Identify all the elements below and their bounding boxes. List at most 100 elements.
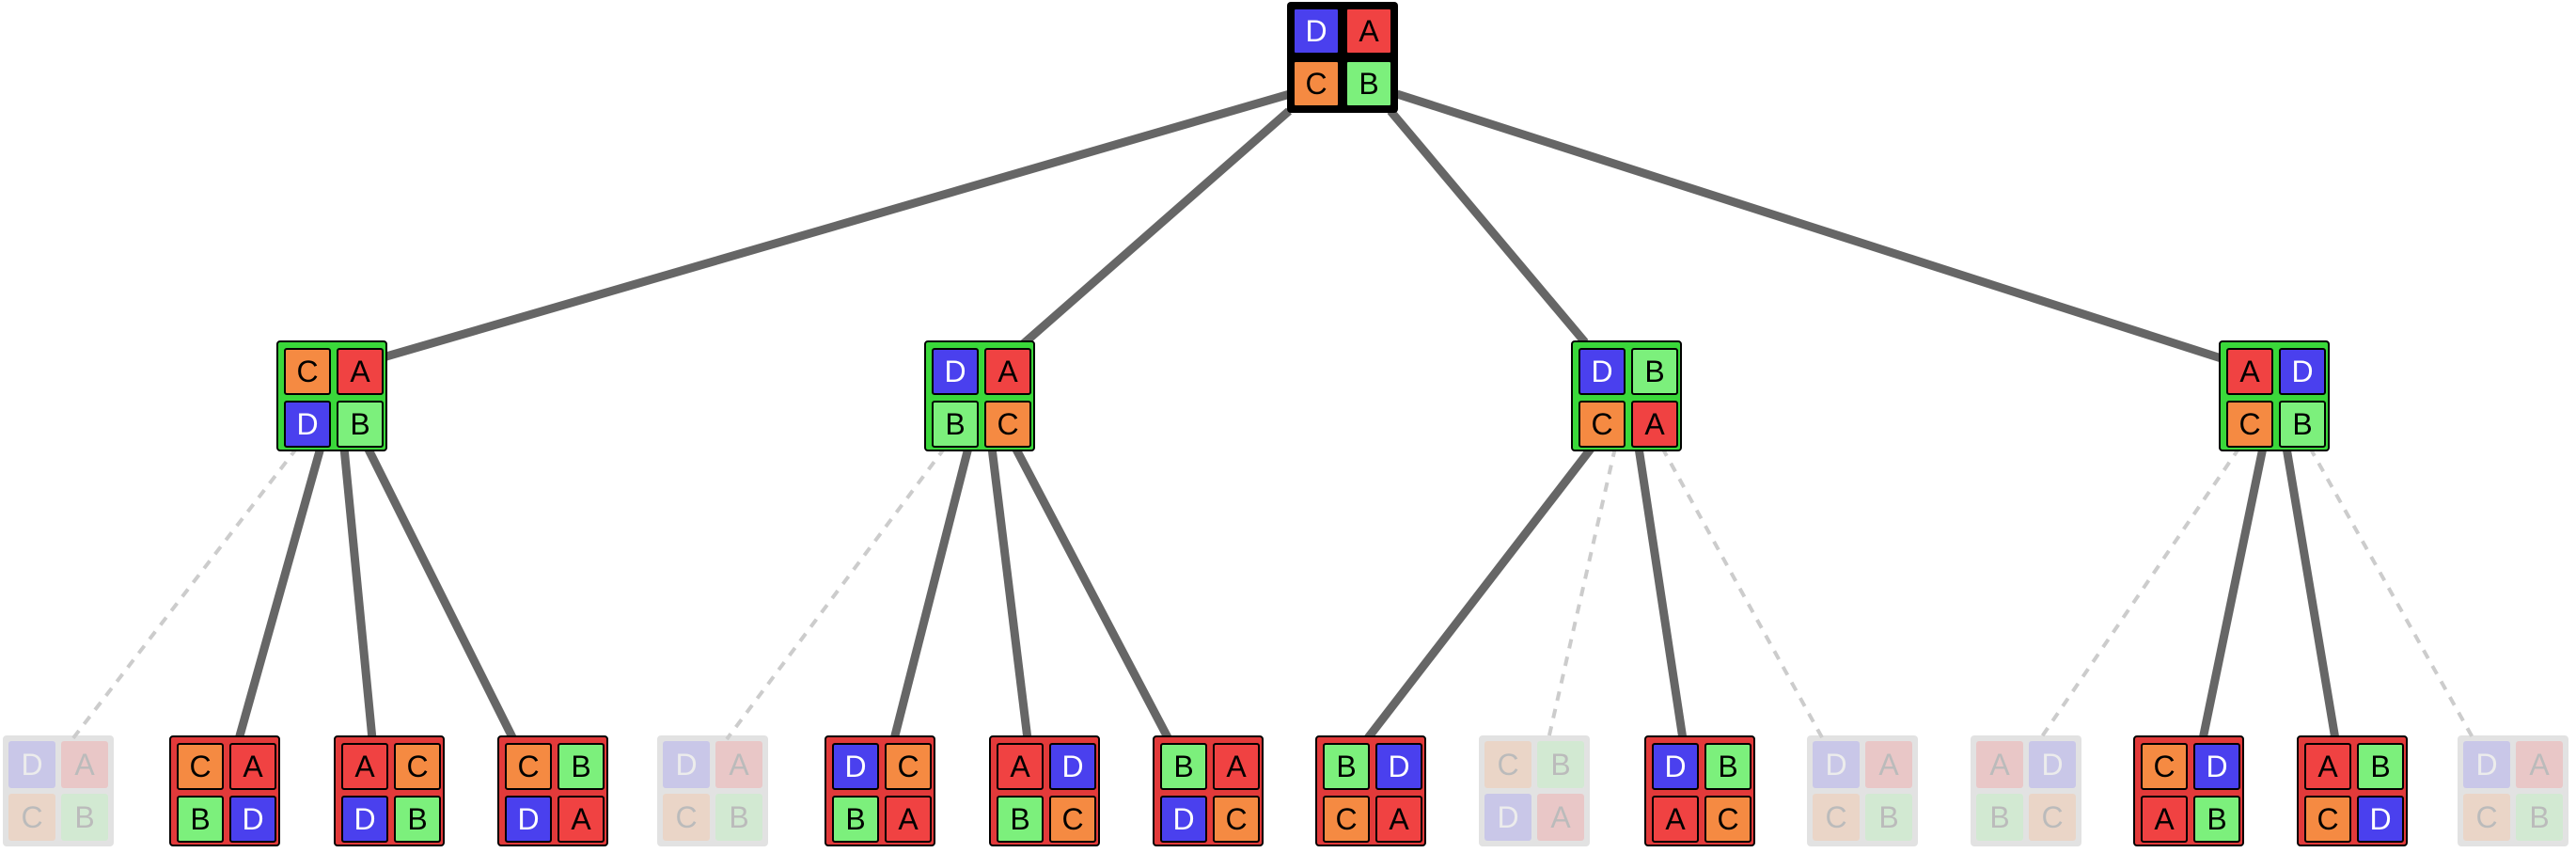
edge-n3-n3-3 xyxy=(1660,447,1825,740)
tile-C: C xyxy=(177,743,224,790)
tile-A: A xyxy=(984,348,1031,395)
tile-B: B xyxy=(337,401,384,448)
tile-B: B xyxy=(1631,348,1678,395)
tile-B: B xyxy=(1160,743,1207,790)
tile-D: D xyxy=(932,348,979,395)
tile-A: A xyxy=(715,741,762,788)
tile-D: D xyxy=(284,401,331,448)
edge-root-n4 xyxy=(1395,89,2232,366)
tile-B: B xyxy=(932,401,979,448)
tile-C: C xyxy=(663,794,710,841)
tile-A: A xyxy=(61,741,108,788)
tile-D: D xyxy=(2279,348,2326,395)
tile-A: A xyxy=(1537,794,1584,841)
tile-A: A xyxy=(1375,796,1422,843)
edge-n2-n2-1 xyxy=(889,446,973,741)
tile-B: B xyxy=(1704,743,1751,790)
edge-n1-n1-3 xyxy=(363,445,518,742)
tile-C: C xyxy=(1704,796,1751,843)
tile-C: C xyxy=(2226,401,2273,448)
tile-B: B xyxy=(2193,796,2240,843)
tile-B: B xyxy=(558,743,605,790)
tile-C: C xyxy=(1323,796,1370,843)
tile-D: D xyxy=(1293,8,1340,55)
tile-A: A xyxy=(2226,348,2273,395)
tile-A: A xyxy=(1631,401,1678,448)
tile-D: D xyxy=(832,743,879,790)
tile-D: D xyxy=(1160,796,1207,843)
edge-n2-n2-3 xyxy=(1012,445,1172,742)
edge-n1-n1-0 xyxy=(71,446,299,741)
tile-D: D xyxy=(663,741,710,788)
edge-n2-n2-0 xyxy=(725,446,947,741)
tile-A: A xyxy=(885,796,932,843)
edge-n2-n2-2 xyxy=(987,447,1032,740)
tile-B: B xyxy=(2516,794,2563,841)
tile-B: B xyxy=(1865,794,1912,841)
tile-D: D xyxy=(2193,743,2240,790)
edge-n3-n3-2 xyxy=(1634,447,1688,740)
tile-D: D xyxy=(505,796,552,843)
tile-D: D xyxy=(1652,743,1699,790)
edge-n3-n3-0 xyxy=(1363,445,1595,742)
edge-n4-n4-2 xyxy=(2282,447,2340,740)
tile-B: B xyxy=(715,794,762,841)
tile-C: C xyxy=(2304,796,2351,843)
tile-C: C xyxy=(1049,796,1096,843)
tile-D: D xyxy=(1484,794,1531,841)
tile-C: C xyxy=(2463,794,2510,841)
tile-C: C xyxy=(2029,794,2076,841)
tile-D: D xyxy=(2029,741,2076,788)
tile-C: C xyxy=(885,743,932,790)
tile-C: C xyxy=(2141,743,2188,790)
edge-n4-n4-3 xyxy=(2308,447,2475,740)
tile-C: C xyxy=(394,743,441,790)
tile-A: A xyxy=(337,348,384,395)
tile-A: A xyxy=(1865,741,1912,788)
tile-C: C xyxy=(1293,60,1340,107)
edge-n1-n1-2 xyxy=(339,447,377,740)
tile-D: D xyxy=(229,796,276,843)
tile-C: C xyxy=(1213,796,1260,843)
tile-B: B xyxy=(2357,743,2404,790)
tile-B: B xyxy=(177,796,224,843)
tile-D: D xyxy=(1375,743,1422,790)
tile-A: A xyxy=(1652,796,1699,843)
tile-D: D xyxy=(8,741,55,788)
edge-layer xyxy=(71,89,2475,742)
tile-A: A xyxy=(1976,741,2023,788)
tile-A: A xyxy=(341,743,388,790)
edge-n4-n4-0 xyxy=(2038,446,2241,741)
tile-B: B xyxy=(394,796,441,843)
tile-B: B xyxy=(1323,743,1370,790)
tile-C: C xyxy=(1484,741,1531,788)
tile-D: D xyxy=(1813,741,1860,788)
tile-C: C xyxy=(984,401,1031,448)
tile-A: A xyxy=(229,743,276,790)
edge-root-n2 xyxy=(1020,107,1292,348)
tile-B: B xyxy=(2279,401,2326,448)
tile-A: A xyxy=(1213,743,1260,790)
tile-A: A xyxy=(1345,8,1392,55)
tile-B: B xyxy=(61,794,108,841)
tile-B: B xyxy=(832,796,879,843)
tile-D: D xyxy=(2463,741,2510,788)
